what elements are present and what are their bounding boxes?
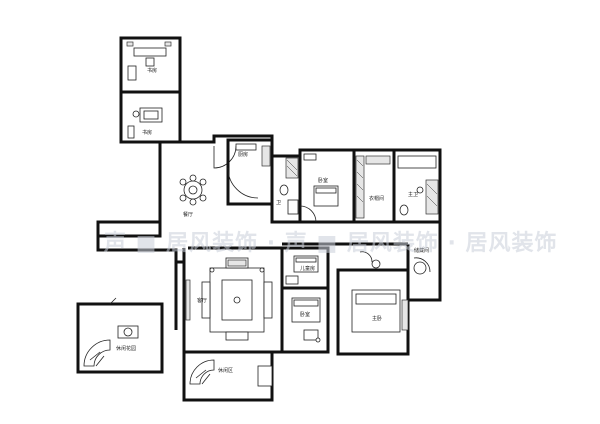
study-bottom-room: 书房 [119,90,182,144]
left-wall-connector [114,248,184,264]
garden-room: 休闲花园 [76,297,164,374]
dining-area: 餐厅 [96,92,274,252]
bedroom-3-room: 卧室 [280,286,330,354]
living-room: 客厅 [182,246,284,354]
room-label-wc-1: 卫 [276,200,281,206]
room-label-storage: 储藏间 [414,247,429,254]
room-label-master-bath: 主卫 [408,191,418,198]
room-label-master: 主卧 [372,315,382,322]
bedroom-2-room: 卧室 [298,148,356,224]
master-bath-room: 主卫 [392,148,442,224]
room-label-bedroom-2: 卧室 [318,177,328,184]
room-label-living: 客厅 [197,297,207,304]
room-label-garden: 休闲花园 [116,345,136,352]
room-label-stair-room: 休闲区 [218,367,233,374]
watermark-text: 声 ■ 居风装饰 · 声 ■ 居风装饰 · 居风装饰 [103,230,558,256]
room-label-kitchen: 厨房 [238,151,248,158]
room-label-bedroom-3: 卧室 [300,311,310,318]
room-label-study-bottom: 书房 [142,129,152,136]
room-label-study-top: 书房 [147,67,157,74]
kitchen-room: 厨房 [226,138,274,206]
room-label-kids: 儿童房 [300,265,315,272]
kids-room: 儿童房 [280,246,330,290]
walk-in-room: 衣帽间 [352,148,396,224]
corridor-wall [98,222,162,238]
stair-balcony: 休闲区 [182,352,274,402]
room-label-dining: 餐厅 [183,211,193,218]
master-bedroom: 主卧 [336,268,410,356]
room-label-walk-in: 衣帽间 [369,195,384,202]
wc-1-room: 卫 [270,154,302,224]
corridor-fixture [359,251,381,269]
study-top-room: 书房 [119,36,182,94]
